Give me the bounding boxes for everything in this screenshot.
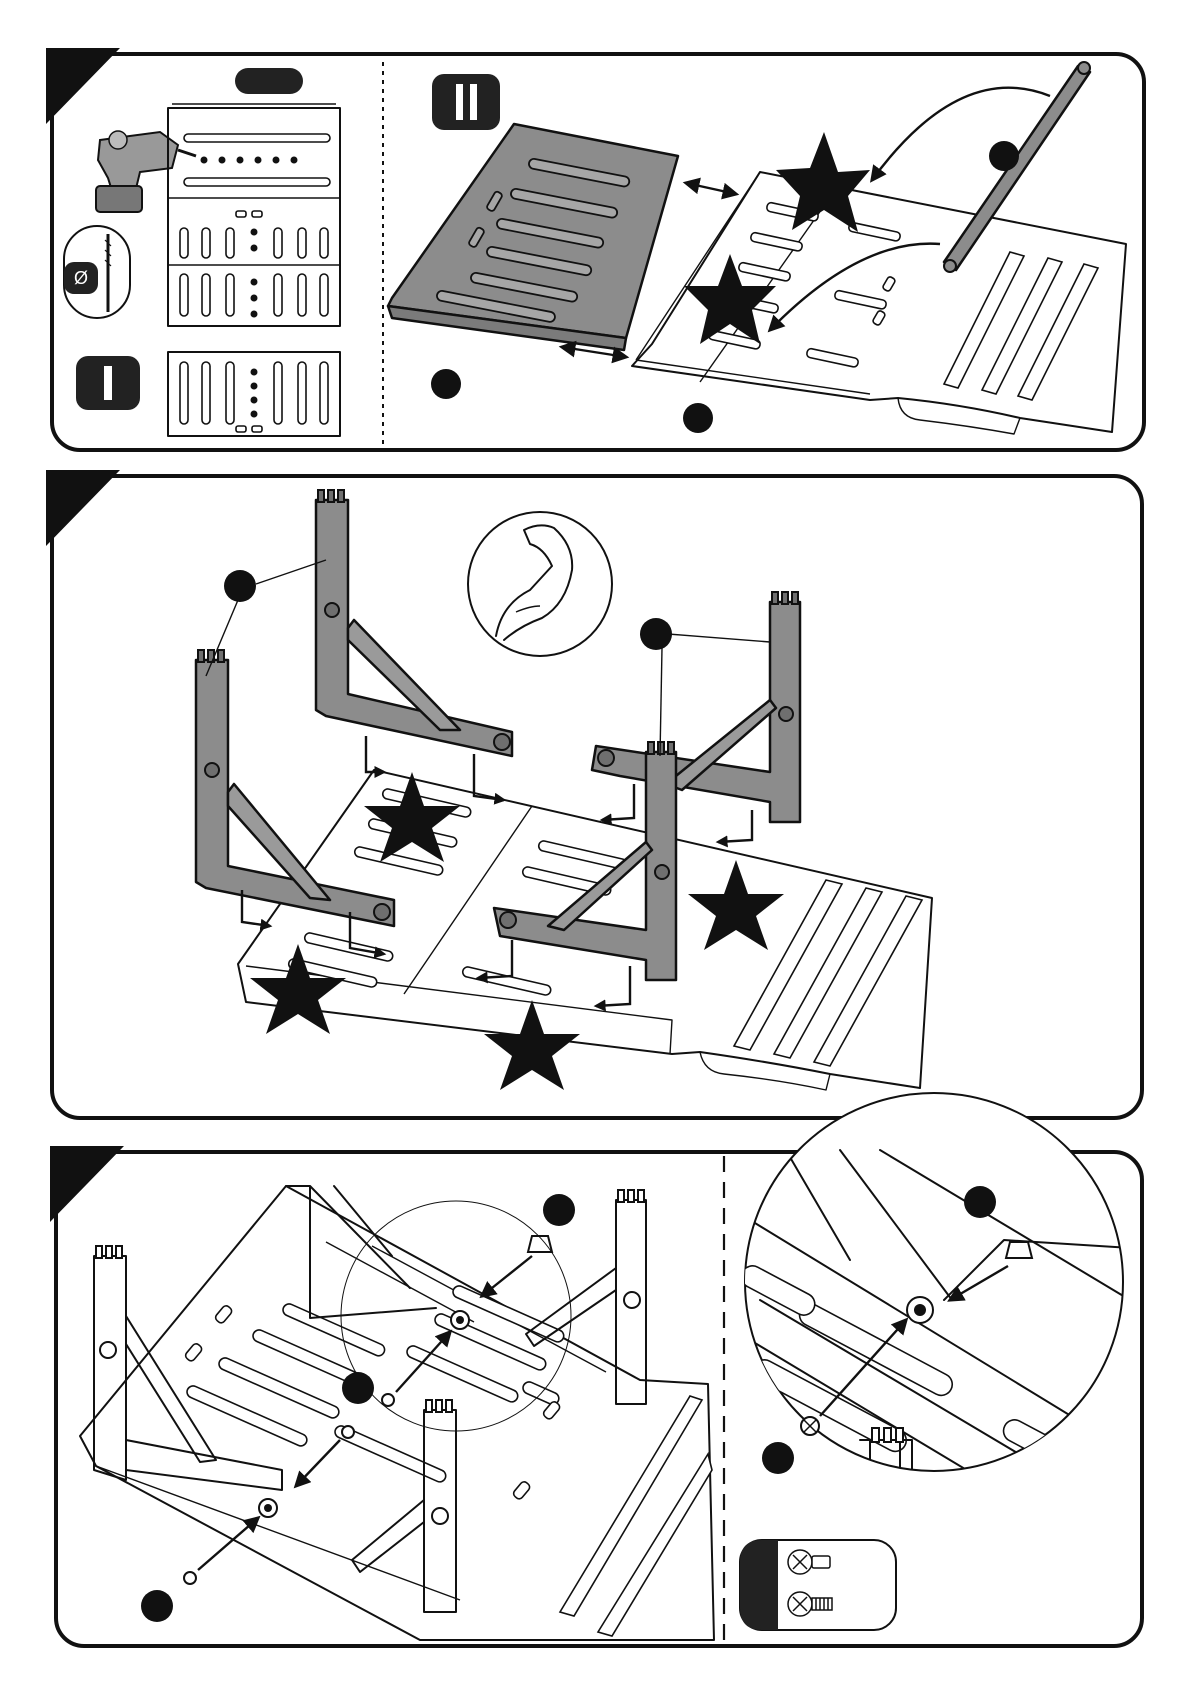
step-1-panel: Ø — [46, 48, 1144, 450]
option-ii-badge — [432, 74, 500, 130]
strength-arm-icon — [468, 512, 612, 656]
step-3-panel — [50, 1093, 1142, 1646]
option-i-badge — [76, 356, 140, 410]
callout-dot — [640, 618, 672, 650]
callout-pill-badge — [235, 68, 303, 94]
callout-dot — [543, 1194, 575, 1226]
drill-bit-label: Ø — [74, 268, 88, 288]
callout-dot — [989, 141, 1019, 171]
callout-dot — [683, 403, 713, 433]
step-2-panel — [46, 470, 1142, 1118]
callout-dot — [224, 570, 256, 602]
callout-dot — [762, 1442, 794, 1474]
drill-bit-badge: Ø — [64, 226, 130, 318]
callout-dot — [342, 1372, 374, 1404]
hardware-legend — [740, 1540, 896, 1630]
callout-dot — [141, 1590, 173, 1622]
callout-dot — [431, 369, 461, 399]
callout-dot — [964, 1186, 996, 1218]
